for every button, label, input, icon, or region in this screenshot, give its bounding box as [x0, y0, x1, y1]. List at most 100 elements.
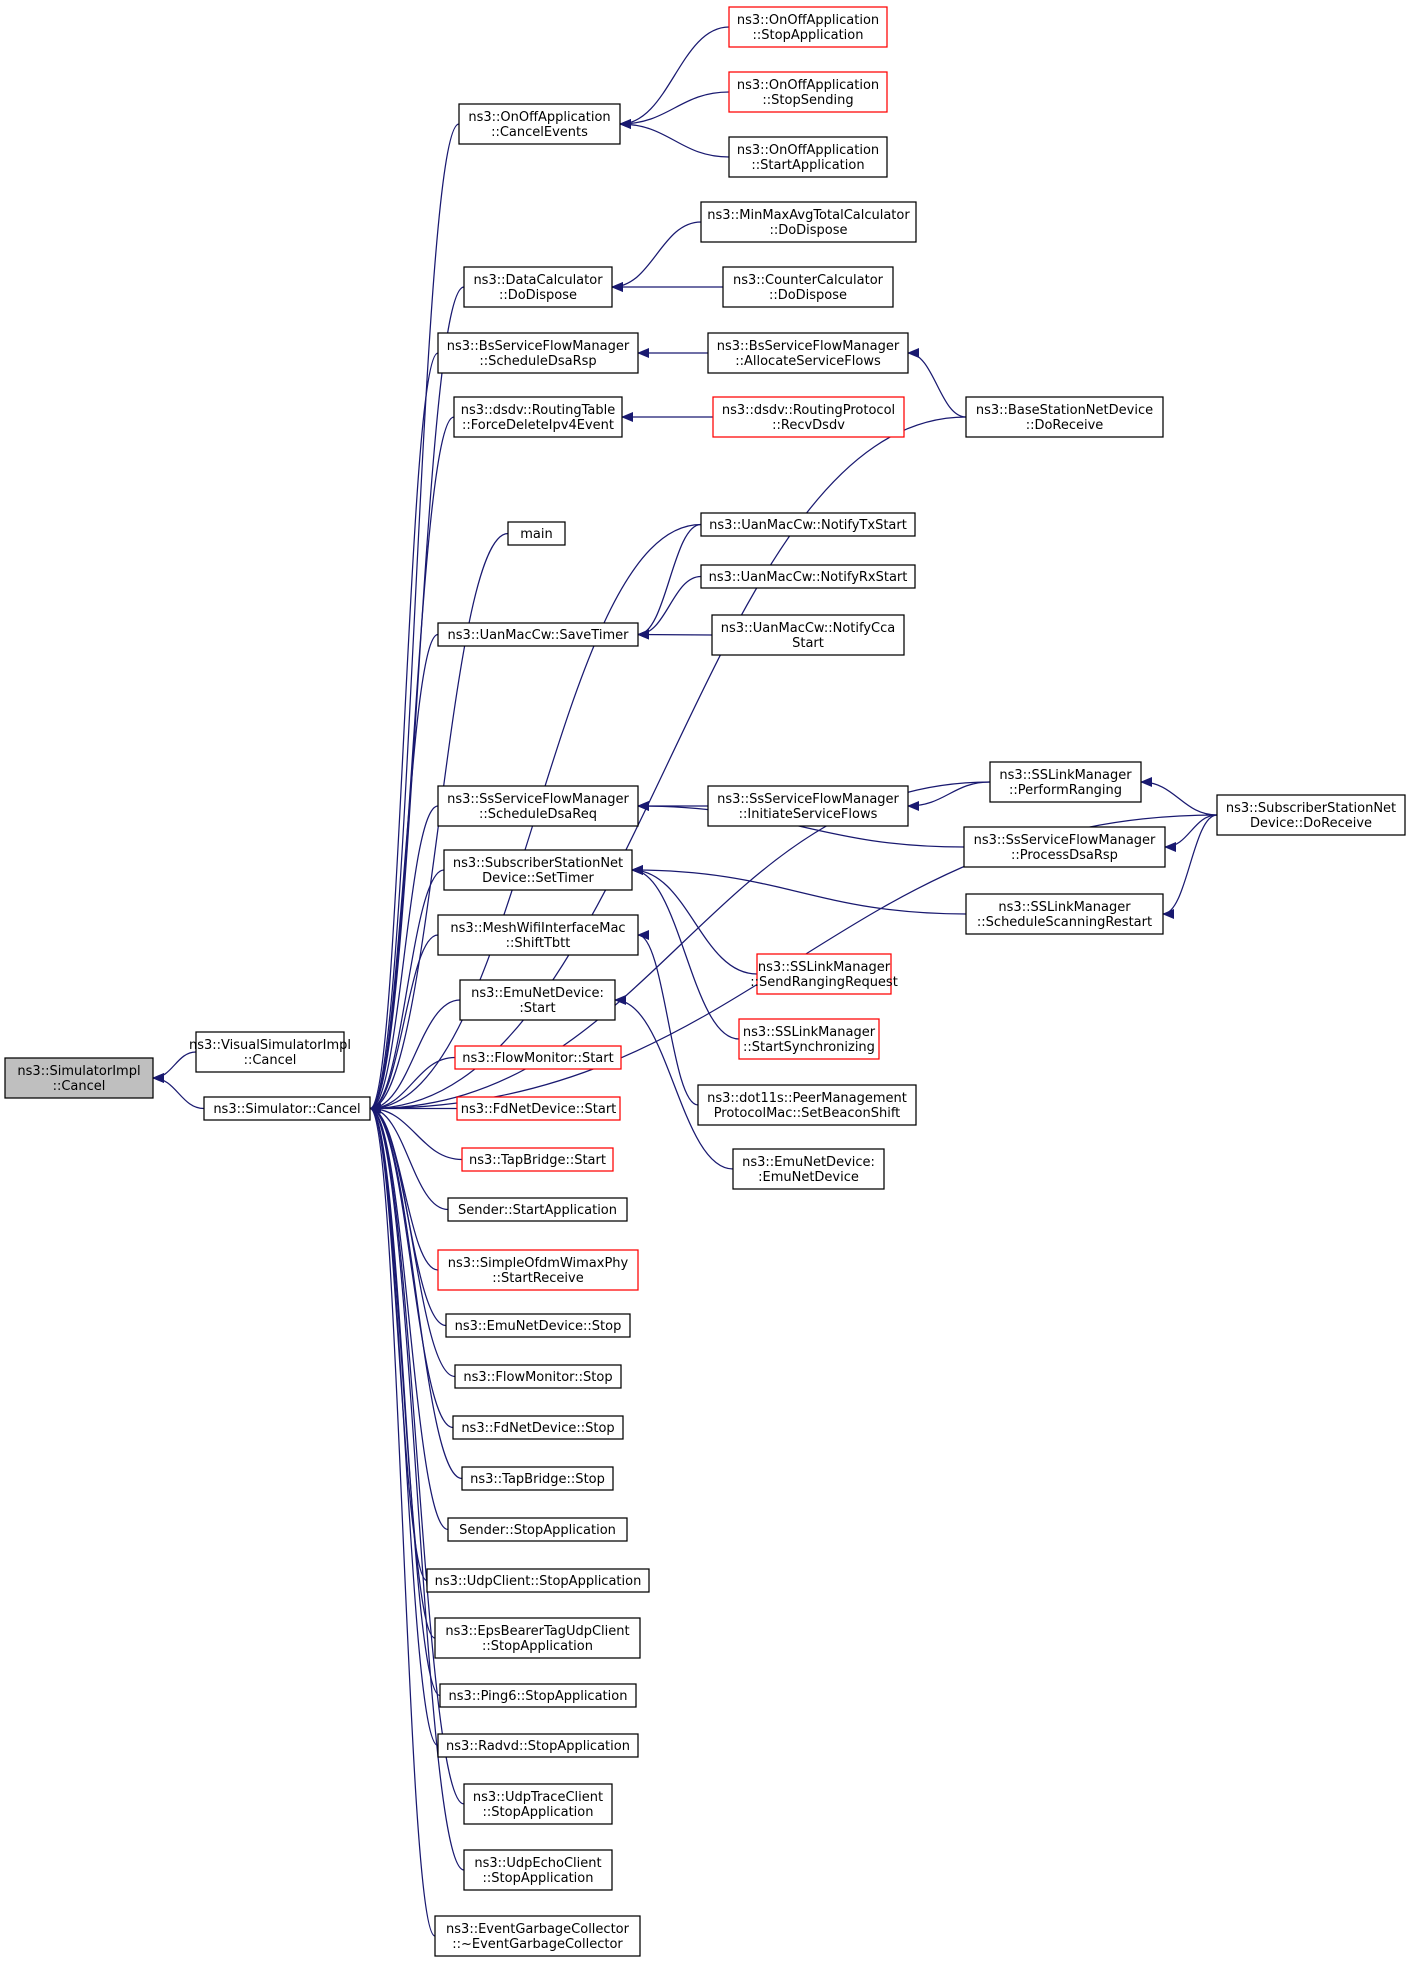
graph-node-sssched[interactable]: ns3::SSLinkManager::ScheduleScanningRest… [965, 893, 1164, 935]
graph-node-onoffstopapp[interactable]: ns3::OnOffApplication::StopApplication [728, 6, 888, 48]
edge-arrow [369, 1103, 465, 1871]
graph-node-fdstart[interactable]: ns3::FdNetDevice::Start [456, 1096, 621, 1121]
graph-node-onoffcancel[interactable]: ns3::OnOffApplication::CancelEvents [458, 103, 621, 145]
graph-node-ping6stop[interactable]: ns3::Ping6::StopApplication [439, 1683, 637, 1708]
graph-node-bsrecv[interactable]: ns3::BaseStationNetDevice::DoReceive [965, 396, 1164, 438]
graph-node-ofdmrecv[interactable]: ns3::SimpleOfdmWimaxPhy::StartReceive [437, 1249, 639, 1291]
node-box [443, 849, 633, 891]
edge-uancca-to-uansave [637, 629, 713, 640]
node-box [459, 979, 616, 1021]
graph-node-egc[interactable]: ns3::EventGarbageCollector::~EventGarbag… [434, 1915, 641, 1957]
edge-arrow [369, 352, 439, 1114]
node-label: ns3::SsServiceFlowManager [974, 833, 1156, 848]
edge-arrow [369, 1103, 449, 1531]
graph-node-ssrecv[interactable]: ns3::SubscriberStationNetDevice::DoRecei… [1216, 794, 1406, 836]
graph-node-dot11s[interactable]: ns3::dot11s::PeerManagementProtocolMac::… [697, 1084, 917, 1126]
graph-node-ssstartsync[interactable]: ns3::SSLinkManager::StartSynchronizing [738, 1018, 880, 1060]
edge-arrow [907, 348, 967, 418]
graph-node-simimpl: ns3::SimulatorImpl::Cancel [4, 1057, 154, 1099]
edge-arrow [369, 999, 461, 1114]
node-label: ns3::TapBridge::Stop [470, 1472, 605, 1487]
node-label: ns3::BaseStationNetDevice [976, 403, 1153, 418]
graph-node-radvdstop[interactable]: ns3::Radvd::StopApplication [437, 1733, 639, 1758]
graph-node-udpclistop[interactable]: ns3::UdpClient::StopApplication [426, 1568, 650, 1593]
graph-node-flowstart[interactable]: ns3::FlowMonitor::Start [454, 1045, 622, 1070]
graph-node-onoffstartapp[interactable]: ns3::OnOffApplication::StartApplication [728, 136, 888, 178]
graph-node-sssettimer[interactable]: ns3::SubscriberStationNetDevice::SetTime… [443, 849, 633, 891]
edge-ssrecv-to-sssched [1162, 814, 1218, 919]
graph-node-tapstop[interactable]: ns3::TapBridge::Stop [461, 1466, 614, 1491]
graph-node-simcancel[interactable]: ns3::Simulator::Cancel [203, 1096, 371, 1121]
node-label: ::Cancel [53, 1079, 106, 1094]
node-label: ::AllocateServiceFlows [735, 354, 881, 369]
node-label: ::RecvDsdv [772, 418, 845, 433]
node-label: ::ScheduleScanningRestart [977, 915, 1152, 930]
node-label: ::StopApplication [483, 1805, 594, 1820]
edge-arrow [637, 930, 699, 1106]
graph-node-emustop[interactable]: ns3::EmuNetDevice::Stop [445, 1313, 631, 1338]
graph-node-bsalloc[interactable]: ns3::BsServiceFlowManager::AllocateServi… [707, 332, 909, 374]
graph-node-ssinit[interactable]: ns3::SsServiceFlowManager::InitiateServi… [707, 785, 909, 827]
node-box [437, 1249, 639, 1291]
node-label: ns3::VisualSimulatorImpl [189, 1038, 351, 1053]
graph-node-epsstop[interactable]: ns3::EpsBearerTagUdpClient::StopApplicat… [434, 1617, 641, 1659]
graph-node-fdstop[interactable]: ns3::FdNetDevice::Stop [452, 1415, 624, 1440]
node-label: ns3::UanMacCw::NotifyTxStart [709, 518, 907, 533]
graph-node-counter[interactable]: ns3::CounterCalculator::DoDispose [722, 266, 894, 308]
graph-node-ssdsareq[interactable]: ns3::SsServiceFlowManager::ScheduleDsaRe… [437, 785, 639, 827]
graph-node-datacalc[interactable]: ns3::DataCalculator::DoDispose [463, 266, 613, 308]
edge-udptrace-to-simcancel [369, 1103, 465, 1805]
edge-arrow [631, 865, 758, 975]
node-label: ns3::UanMacCw::NotifyCca [721, 621, 895, 636]
node-label: ns3::UanMacCw::SaveTimer [448, 628, 630, 643]
graph-node-uansave[interactable]: ns3::UanMacCw::SaveTimer [437, 622, 639, 647]
node-label: ns3::UdpTraceClient [473, 1790, 603, 1805]
graph-node-flowstop[interactable]: ns3::FlowMonitor::Stop [454, 1364, 622, 1389]
graph-node-uanrx[interactable]: ns3::UanMacCw::NotifyRxStart [700, 564, 916, 589]
node-label: ns3::OnOffApplication [468, 110, 610, 125]
graph-node-emuctor[interactable]: ns3::EmuNetDevice::EmuNetDevice [732, 1148, 885, 1190]
edge-arrow [369, 934, 439, 1114]
graph-node-bsdsarsp[interactable]: ns3::BsServiceFlowManager::ScheduleDsaRs… [437, 332, 639, 374]
node-box [195, 1031, 345, 1073]
node-box [965, 396, 1164, 438]
graph-node-dsdvrecv[interactable]: ns3::dsdv::RoutingProtocol::RecvDsdv [712, 396, 905, 438]
edge-emuctor-to-emustart [614, 995, 734, 1170]
node-box [434, 1915, 641, 1957]
graph-node-uantx[interactable]: ns3::UanMacCw::NotifyTxStart [700, 512, 916, 537]
node-box [728, 6, 888, 48]
node-box [426, 1568, 650, 1593]
graph-node-ssprocdsa[interactable]: ns3::SsServiceFlowManager::ProcessDsaRsp [963, 826, 1166, 868]
node-label: ns3::CounterCalculator [733, 273, 884, 288]
graph-node-senderstart[interactable]: Sender::StartApplication [447, 1197, 628, 1222]
graph-node-senderstop[interactable]: Sender::StopApplication [447, 1517, 628, 1542]
graph-node-minmax[interactable]: ns3::MinMaxAvgTotalCalculator::DoDispose [700, 201, 917, 243]
edge-emustart-to-simcancel [369, 999, 461, 1114]
edge-bsrecv-to-bsalloc [907, 348, 967, 418]
edge-arrow [619, 91, 730, 129]
graph-node-onoffstopsend[interactable]: ns3::OnOffApplication::StopSending [728, 71, 888, 113]
graph-node-dsdvforce[interactable]: ns3::dsdv::RoutingTable::ForceDeleteIpv4… [453, 396, 623, 438]
graph-node-main[interactable]: main [507, 521, 566, 546]
edge-arrow [369, 1103, 441, 1697]
node-label: ns3::dsdv::RoutingProtocol [722, 403, 895, 418]
edge-arrow [637, 629, 713, 640]
edge-ssdsareq-to-simcancel [369, 805, 439, 1114]
node-label: ns3::DataCalculator [473, 273, 603, 288]
edge-arrow [369, 805, 439, 1114]
graph-node-emustart[interactable]: ns3::EmuNetDevice::Start [459, 979, 616, 1021]
graph-node-udptrace[interactable]: ns3::UdpTraceClient::StopApplication [463, 1783, 613, 1825]
edge-onoffstopapp-to-onoffcancel [619, 26, 730, 129]
graph-node-tapstart[interactable]: ns3::TapBridge::Start [461, 1147, 614, 1172]
graph-node-ssperf[interactable]: ns3::SSLinkManager::PerformRanging [989, 761, 1142, 803]
node-label: ::SendRangingRequest [750, 975, 898, 990]
edge-arrow [631, 865, 740, 1040]
graph-node-udpecho[interactable]: ns3::UdpEchoClient::StopApplication [463, 1849, 613, 1891]
node-label: Sender::StopApplication [459, 1523, 616, 1538]
graph-node-sssendrang[interactable]: ns3::SSLinkManager::SendRangingRequest [750, 953, 898, 995]
graph-node-vsimimpl[interactable]: ns3::VisualSimulatorImpl::Cancel [189, 1031, 351, 1073]
edge-onoffstopsend-to-onoffcancel [619, 91, 730, 129]
graph-node-meshshift[interactable]: ns3::MeshWifiInterfaceMac::ShiftTbtt [437, 914, 639, 956]
